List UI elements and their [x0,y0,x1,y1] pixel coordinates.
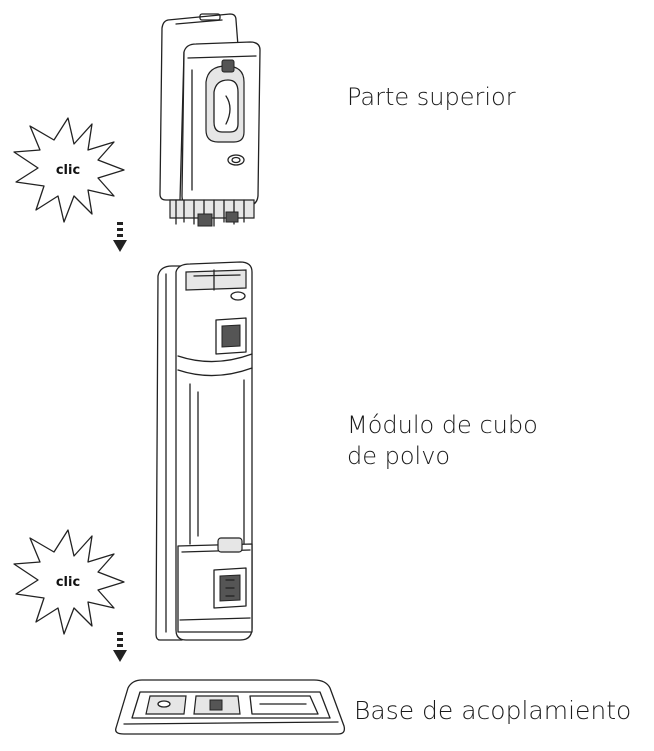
dust-module-drawing [155,261,253,641]
click-burst-label: clic [56,163,80,178]
part-label-dust-module: Módulo de cubo de polvo [347,410,538,472]
part-label-line: Módulo de cubo [347,411,538,439]
part-label-top: Parte superior [347,82,516,113]
part-label-base: Base de acoplamiento [354,695,631,726]
click-burst-lower: clic [13,529,125,635]
docking-base-drawing [115,679,346,735]
part-label-line: Parte superior [347,83,516,111]
down-arrow-lower [113,632,127,662]
click-burst-label: clic [56,575,80,590]
part-label-line: de polvo [347,442,451,470]
down-arrow-upper [113,222,127,252]
click-burst-upper: clic [13,117,125,223]
part-label-line: Base de acoplamiento [354,696,632,725]
top-part-drawing [159,13,261,227]
